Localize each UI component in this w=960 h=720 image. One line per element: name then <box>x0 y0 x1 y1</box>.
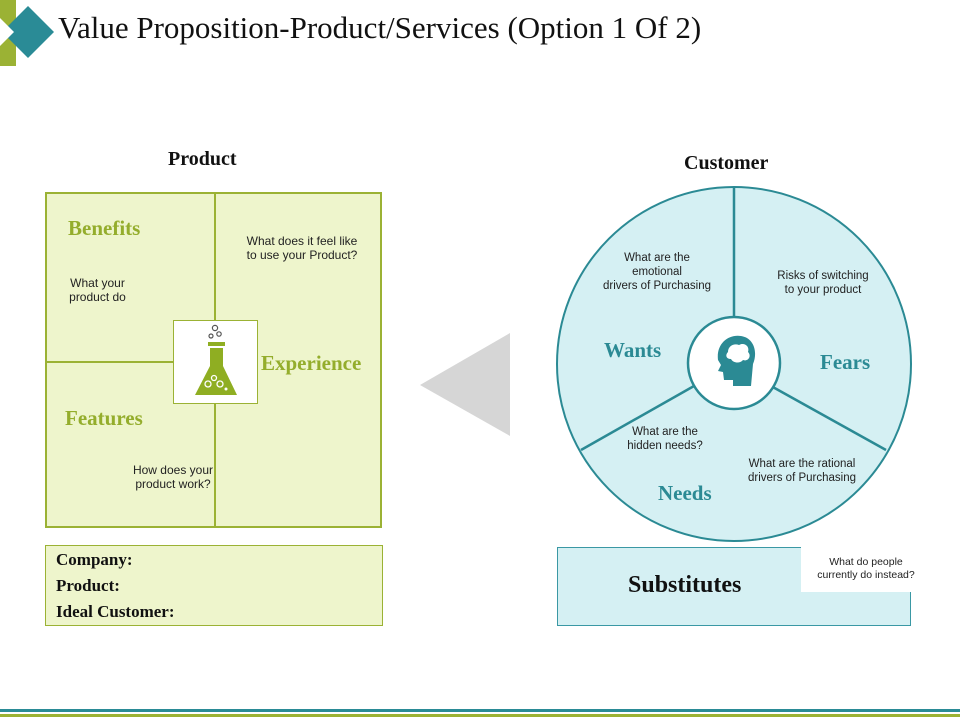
footer-line-teal <box>0 709 960 712</box>
grid-divider-horizontal <box>47 361 214 363</box>
company-label: Company: <box>56 550 133 569</box>
needs-title: Needs <box>658 481 712 505</box>
footer-line-green <box>0 714 960 717</box>
features-title: Features <box>65 406 143 430</box>
customer-heading: Customer <box>684 152 769 174</box>
needs-hidden-line-2: hidden needs? <box>627 440 702 452</box>
features-text: How does your product work? <box>132 463 214 491</box>
customer-wheel: Wants Fears Needs What are the emotional… <box>556 186 912 542</box>
wheel-divider-left <box>580 384 695 452</box>
brain-head-icon <box>717 335 756 386</box>
substitutes-note: What do people currently do instead? <box>801 546 931 592</box>
product-heading: Product <box>168 148 237 170</box>
wheel-divider-right <box>770 384 887 452</box>
wants-title: Wants <box>604 338 661 362</box>
wants-text-line-2: emotional <box>632 266 682 278</box>
chemistry-flask-icon <box>195 324 237 395</box>
fears-text-line-2: to your product <box>785 284 863 296</box>
needs-rational-line-1: What are the rational <box>749 458 856 470</box>
benefits-title: Benefits <box>68 216 141 240</box>
flask-icon-box <box>173 320 258 404</box>
diamond-logo-icon <box>0 0 54 66</box>
fears-text-line-1: Risks of switching <box>777 270 868 282</box>
ideal-customer-label: Ideal Customer: <box>56 602 175 621</box>
info-box: Company: Product: Ideal Customer: <box>45 545 383 626</box>
fears-title: Fears <box>820 350 870 374</box>
page-title: Value Proposition-Product/Services (Opti… <box>58 10 702 45</box>
experience-title: Experience <box>261 351 362 375</box>
left-arrow-icon <box>420 333 510 436</box>
wants-text-line-1: What are the <box>624 252 690 264</box>
product-label: Product: <box>56 576 120 595</box>
wants-text-line-3: drivers of Purchasing <box>603 280 711 292</box>
needs-hidden-line-1: What are the <box>632 426 698 438</box>
substitutes-label: Substitutes <box>628 572 742 598</box>
experience-text: What does it feel like to use your Produ… <box>246 234 358 262</box>
benefits-text: What your product do <box>69 276 126 304</box>
needs-rational-line-2: drivers of Purchasing <box>748 472 856 484</box>
